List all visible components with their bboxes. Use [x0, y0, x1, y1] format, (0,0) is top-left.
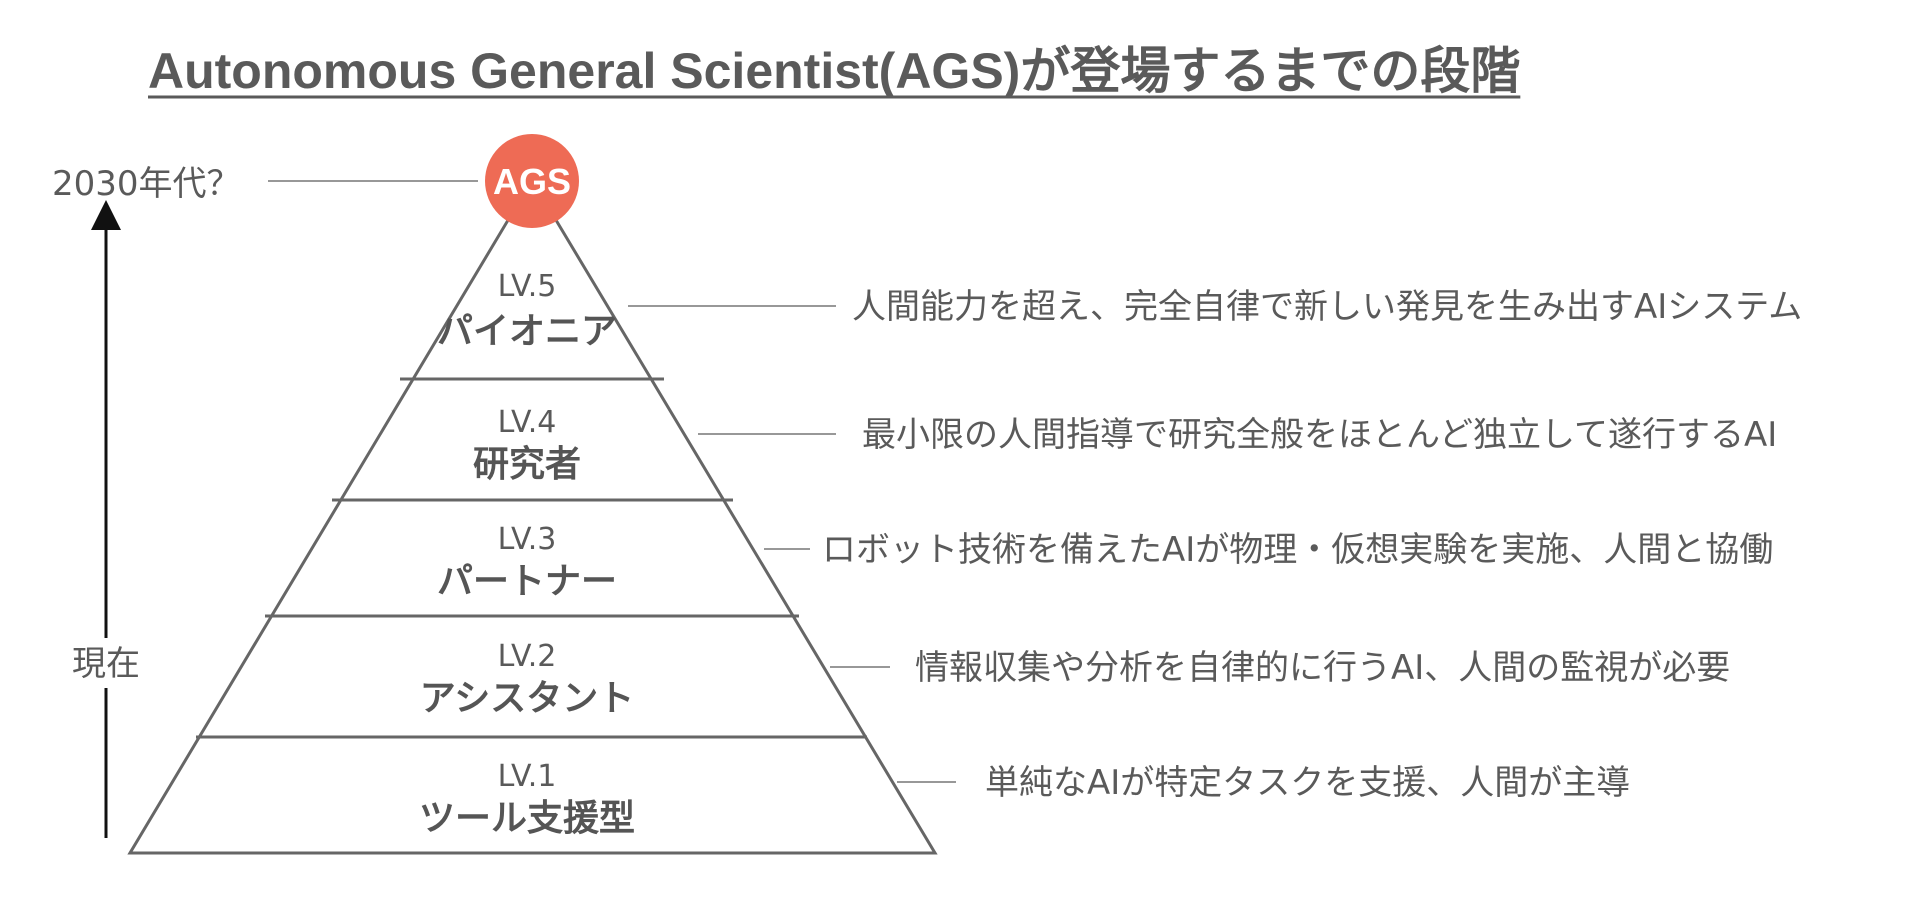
pyramid-level-1: LV.1 ツール支援型 単純なAIが特定タスクを支援、人間が主導 [419, 759, 1630, 839]
ags-apex-label: AGS [493, 161, 571, 202]
level-name: ツール支援型 [419, 798, 635, 839]
level-name: パートナー [437, 561, 617, 602]
level-name: アシスタント [420, 678, 635, 719]
level-code: LV.3 [498, 522, 557, 557]
pyramid-level-4: LV.4 研究者 最小限の人間指導で研究全般をほとんど独立して遂行するAI [473, 405, 1777, 485]
level-name: パイオニア [437, 311, 617, 352]
level-description: 最小限の人間指導で研究全般をほとんど独立して遂行するAI [862, 415, 1777, 455]
level-code: LV.2 [498, 639, 557, 674]
timeline-present-label: 現在 [72, 644, 140, 684]
timeline-future-label: 2030年代？ [52, 164, 241, 204]
level-code: LV.4 [498, 405, 557, 440]
pyramid-level-5: LV.5 パイオニア 人間能力を超え、完全自律で新しい発見を生み出すAIシステム [437, 269, 1802, 352]
level-description: 人間能力を超え、完全自律で新しい発見を生み出すAIシステム [852, 287, 1802, 327]
ags-apex-circle [485, 134, 579, 228]
timeline-present-bg [66, 638, 146, 688]
level-name: 研究者 [473, 444, 581, 485]
level-code: LV.5 [498, 269, 557, 304]
pyramid-outline [127, 177, 938, 855]
level-description: ロボット技術を備えたAIが物理・仮想実験を実施、人間と協働 [822, 530, 1773, 570]
pyramid-level-2: LV.2 アシスタント 情報収集や分析を自律的に行うAI、人間の監視が必要 [420, 639, 1731, 719]
level-code: LV.1 [498, 759, 557, 794]
level-description: 情報収集や分析を自律的に行うAI、人間の監視が必要 [915, 648, 1730, 688]
page-title: Autonomous General Scientist(AGS)が登場するまで… [148, 43, 1520, 99]
pyramid-level-3: LV.3 パートナー ロボット技術を備えたAIが物理・仮想実験を実施、人間と協働 [437, 522, 1773, 602]
level-description: 単純なAIが特定タスクを支援、人間が主導 [985, 763, 1630, 803]
